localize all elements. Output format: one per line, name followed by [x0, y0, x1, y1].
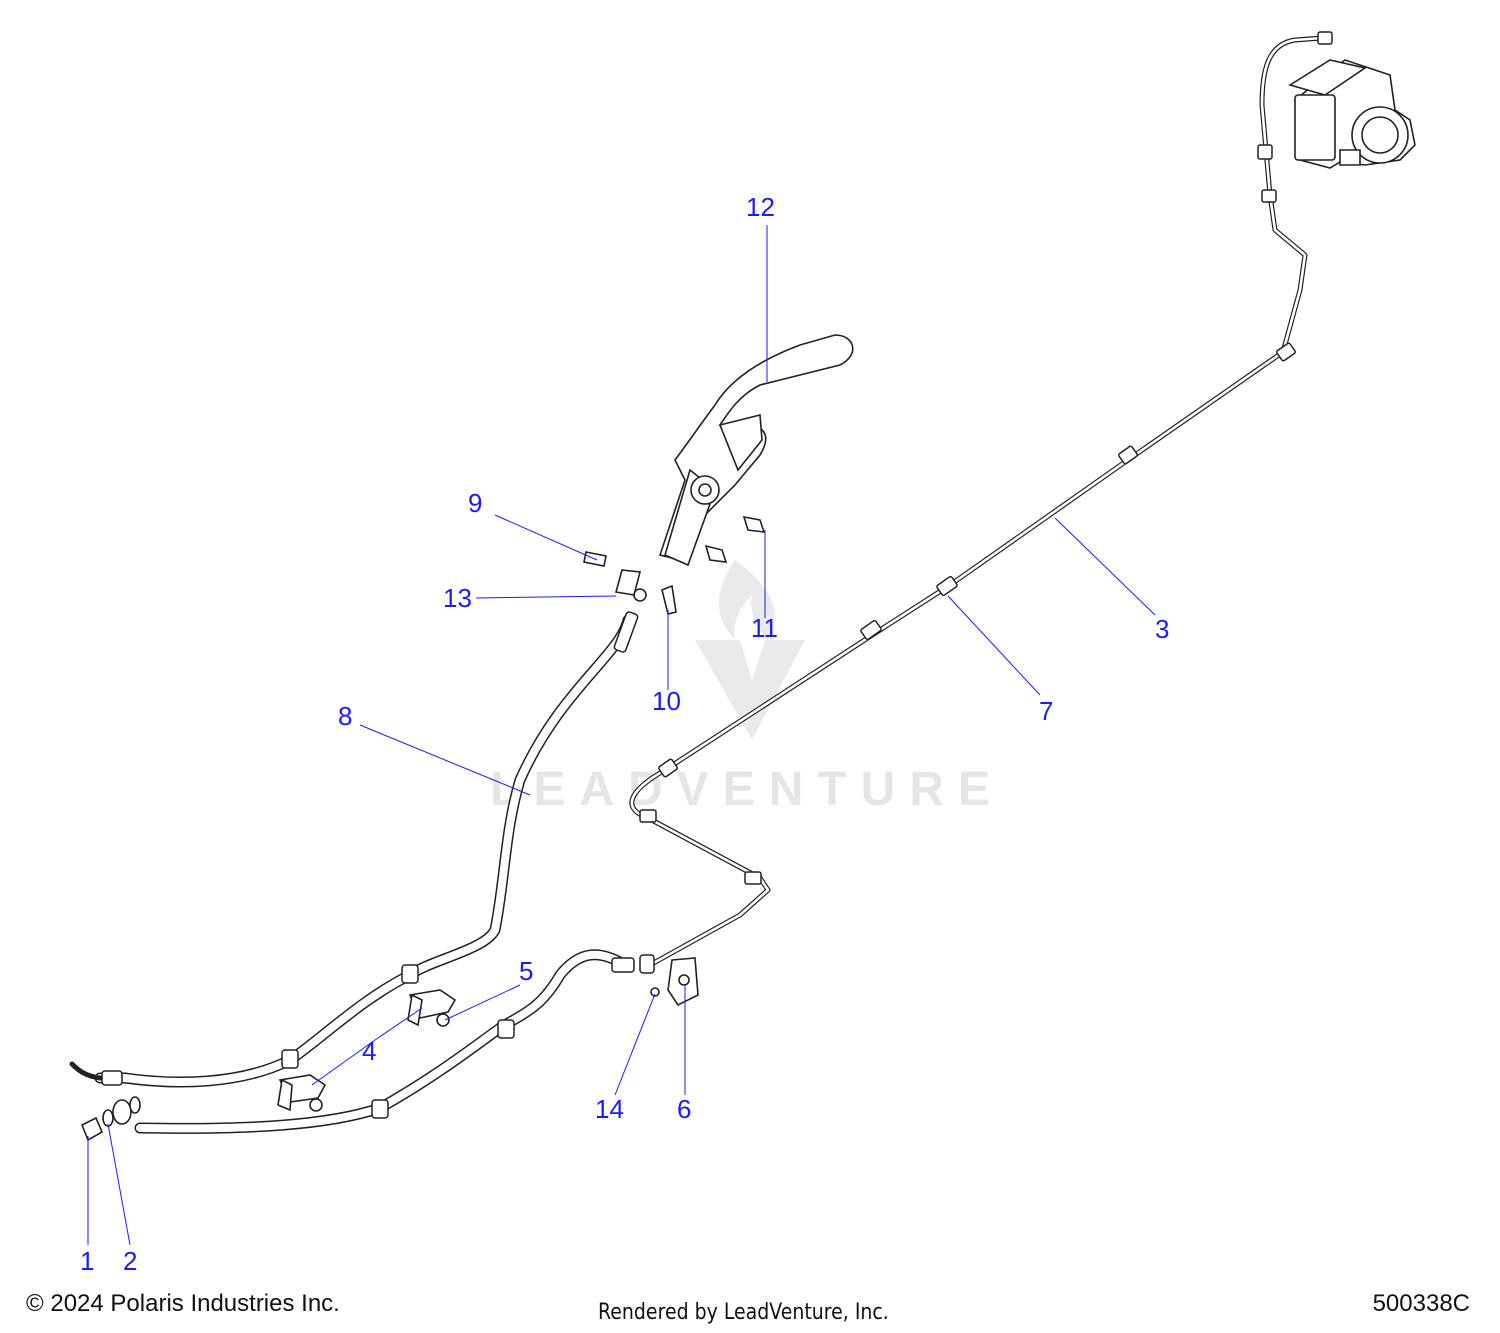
callout-3: 3: [1155, 614, 1169, 644]
callout-4: 4: [362, 1036, 376, 1066]
leader-lines: [87, 225, 1156, 1246]
callout-13: 13: [443, 583, 472, 613]
callout-6: 6: [677, 1094, 691, 1124]
parking-brake-cable: [69, 588, 647, 1088]
banjo-fitting: [80, 1096, 141, 1142]
callout-7: 7: [1039, 696, 1053, 726]
diagram-code: 500338C: [1372, 1290, 1470, 1317]
watermark-text: LEADVENTURE: [490, 763, 1004, 816]
callout-1: 1: [80, 1246, 94, 1276]
copyright-text: © 2024 Polaris Industries Inc.: [26, 1290, 340, 1317]
hand-brake-lever: [614, 334, 854, 596]
hose-brackets: [277, 989, 457, 1112]
callout-8: 8: [338, 701, 352, 731]
callout-10: 10: [652, 686, 681, 716]
callout-labels: 1 2 3 4 5 6 7 8 9 10 11 12 13 14: [80, 192, 1169, 1276]
callout-2: 2: [123, 1246, 137, 1276]
callout-9: 9: [468, 488, 482, 518]
callout-14: 14: [595, 1094, 624, 1124]
callout-11: 11: [751, 613, 778, 643]
callout-5: 5: [519, 956, 533, 986]
brake-line-rigid: [629, 31, 1333, 968]
watermark-logo: LEADVENTURE: [490, 560, 1004, 816]
callout-12: 12: [746, 192, 775, 222]
abs-module: [1288, 59, 1416, 169]
lower-brake-hose: [134, 949, 655, 1134]
line-bracket: [650, 957, 699, 1007]
rendered-by-text: Rendered by LeadVenture, Inc.: [598, 1300, 889, 1325]
